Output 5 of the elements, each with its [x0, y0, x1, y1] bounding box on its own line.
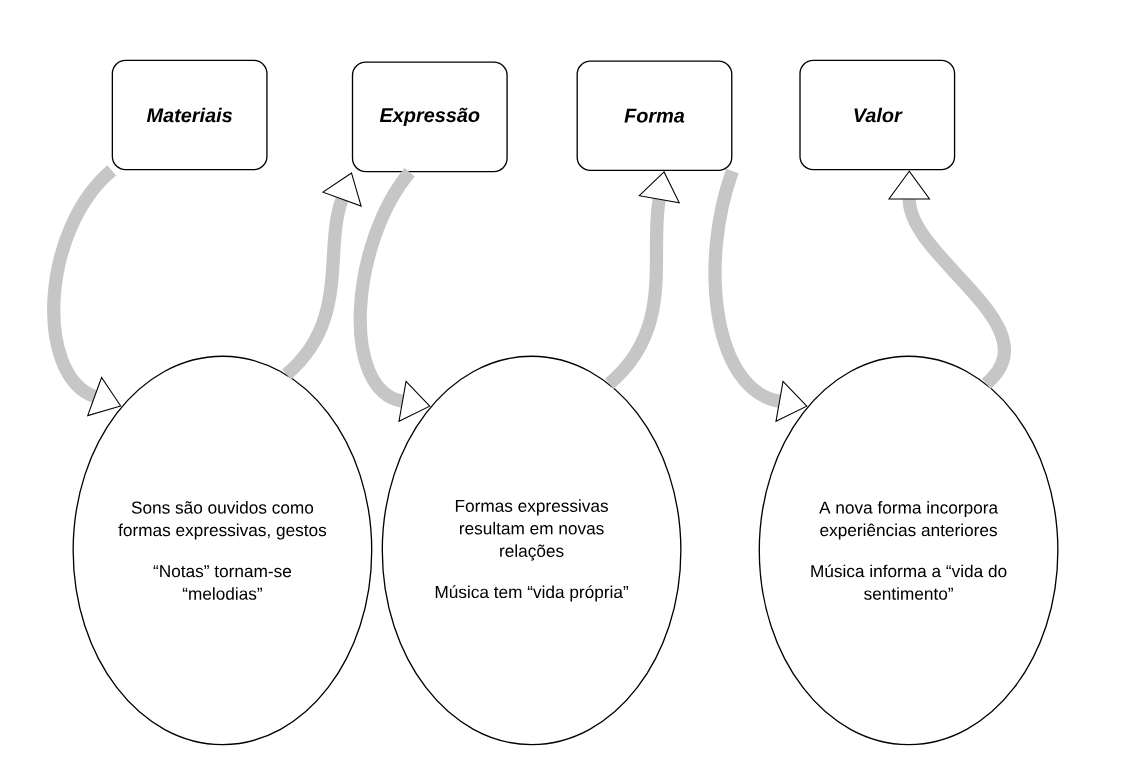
- curved-arrow: [281, 172, 362, 379]
- concept-box: Forma: [576, 60, 733, 171]
- concept-box: Valor: [799, 59, 956, 171]
- concept-box: Expressão: [351, 61, 508, 172]
- concept-box: Materiais: [111, 59, 268, 171]
